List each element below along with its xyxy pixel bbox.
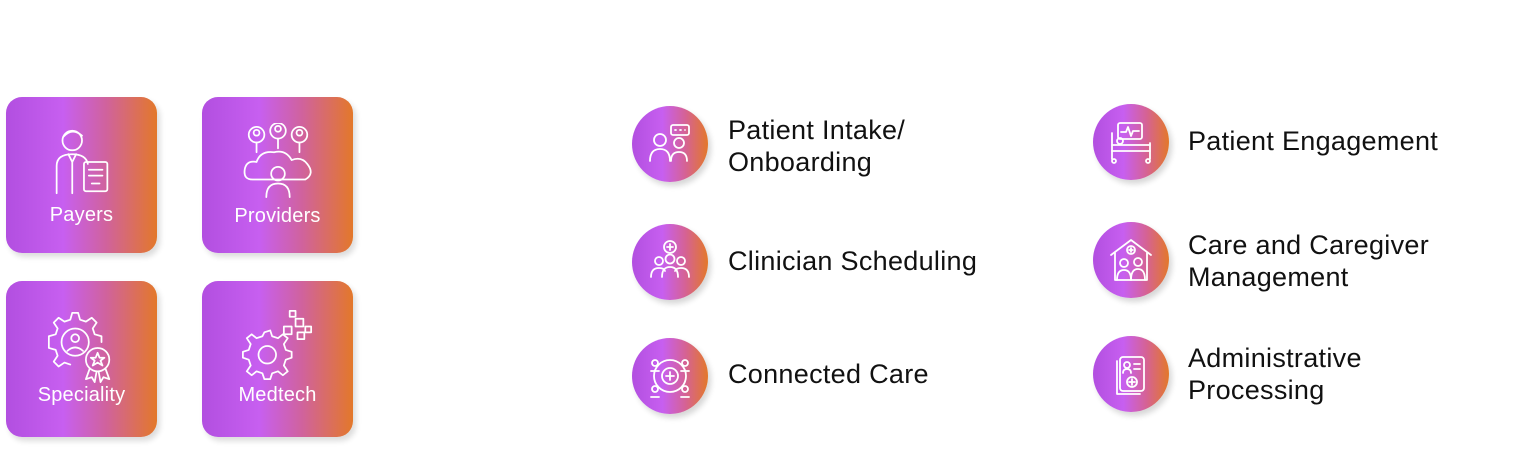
segment-tile-speciality[interactable]: Speciality: [6, 281, 157, 437]
service-icon-button-patient-intake[interactable]: [632, 106, 708, 182]
service-label-line: Clinician Scheduling: [728, 246, 978, 276]
service-label-patient-engagement[interactable]: Patient Engagement: [1188, 125, 1438, 157]
service-label-line: Management: [1188, 262, 1349, 292]
provider-network-cloud-icon: [243, 123, 312, 198]
service-label-line: Patient Engagement: [1188, 126, 1439, 156]
service-label-line: Onboarding: [728, 147, 873, 177]
service-label-connected-care[interactable]: Connected Care: [728, 358, 929, 390]
segment-label: Providers: [234, 205, 321, 227]
segment-label: Payers: [49, 204, 114, 226]
service-label-line: Patient Intake/: [728, 115, 906, 145]
service-icon-button-care-caregiver[interactable]: [1093, 222, 1169, 298]
caregiver-home-icon: [1110, 239, 1152, 281]
hospital-bed-monitor-icon: [1111, 122, 1151, 164]
gear-award-badge-icon: [47, 311, 110, 383]
gear-digital-pixels-icon: [241, 310, 312, 381]
medical-record-document-icon: [1116, 356, 1145, 395]
segment-label: Medtech: [238, 384, 317, 406]
service-icon-button-connected-care[interactable]: [632, 338, 708, 414]
service-label-line: Connected Care: [728, 359, 929, 389]
service-icon-button-clinician-scheduling[interactable]: [632, 224, 708, 300]
service-icon-button-patient-engagement[interactable]: [1093, 104, 1169, 180]
segment-tile-medtech[interactable]: Medtech: [202, 281, 353, 437]
service-label-patient-intake[interactable]: Patient Intake/ Onboarding: [728, 114, 905, 178]
segment-tile-payers[interactable]: Payers: [6, 97, 157, 253]
segment-tile-providers[interactable]: Providers: [202, 97, 353, 253]
connected-care-network-icon: [650, 359, 690, 398]
service-label-line: Processing: [1188, 375, 1325, 405]
segment-label: Speciality: [37, 384, 126, 406]
patient-consultation-icon: [649, 124, 690, 162]
service-label-line: Administrative: [1188, 343, 1362, 373]
payer-person-document-icon: [55, 129, 108, 195]
service-label-care-caregiver[interactable]: Care and Caregiver Management: [1188, 229, 1429, 293]
service-label-clinician-scheduling[interactable]: Clinician Scheduling: [728, 245, 977, 277]
service-label-line: Care and Caregiver: [1188, 230, 1430, 260]
service-icon-button-administrative-processing[interactable]: [1093, 336, 1169, 412]
service-label-administrative-processing[interactable]: Administrative Processing: [1188, 342, 1362, 406]
medical-team-group-icon: [650, 240, 690, 278]
